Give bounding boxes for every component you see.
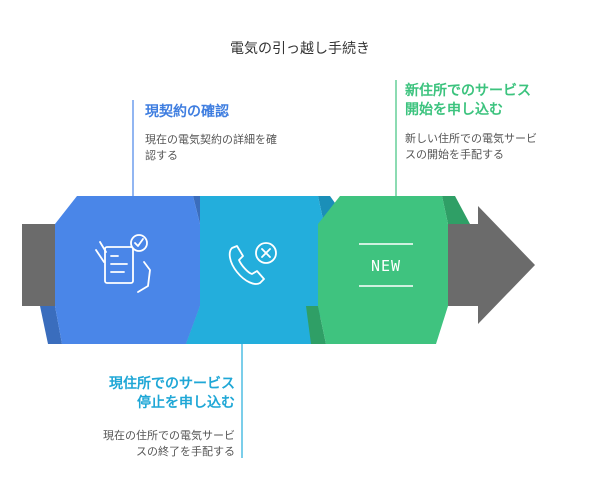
step-1-description: 現在の電気契約の詳細を確 認する bbox=[145, 133, 277, 162]
diagram-title: 電気の引っ越し手続き bbox=[230, 41, 370, 57]
new-sign-label: NEW bbox=[371, 257, 401, 275]
step-2-title: 現住所でのサービス 停止を申し込む bbox=[109, 376, 235, 411]
step-3-title: 新住所でのサービス 開始を申し込む bbox=[405, 83, 531, 118]
step-2-description: 現在の住所での電気サービ スの終了を手配する bbox=[103, 429, 235, 458]
step-1-title: 現契約の確認 bbox=[145, 104, 229, 120]
step-3-block bbox=[306, 196, 470, 344]
new-sign-icon: NEW bbox=[359, 243, 413, 287]
step-3-description: 新しい住所での電気サービ スの開始を手配する bbox=[405, 132, 537, 161]
checklist-hand-icon bbox=[95, 234, 151, 293]
phone-cancel-icon bbox=[228, 242, 277, 285]
